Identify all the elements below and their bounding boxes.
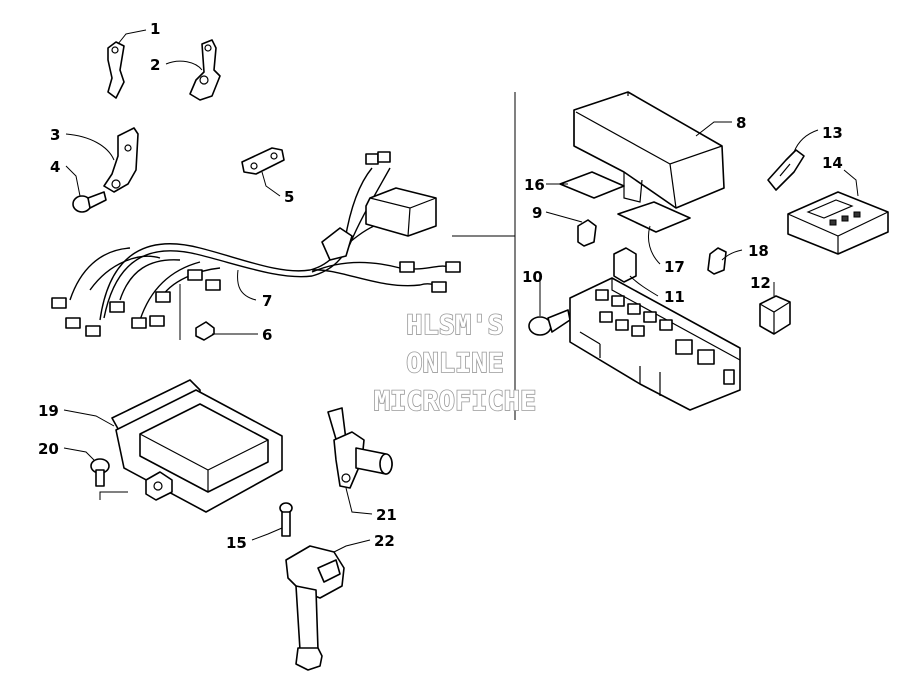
callout-22: 22	[374, 532, 395, 550]
callout-17: 17	[664, 258, 685, 276]
callout-11: 11	[664, 288, 685, 306]
part-9-fuse	[577, 219, 597, 247]
part-19-leader-bracket	[99, 491, 128, 500]
part-6-screw	[195, 321, 215, 341]
part-10-bolt	[528, 309, 571, 336]
part-17-label	[617, 201, 691, 233]
callout-6: 6	[262, 326, 272, 344]
callout-12: 12	[750, 274, 771, 292]
callout-18: 18	[748, 242, 769, 260]
part-1-bracket	[107, 41, 125, 99]
watermark-line-2: ONLINE	[406, 348, 504, 379]
part-22-ignition-coil	[285, 545, 345, 671]
callout-7: 7	[262, 292, 272, 310]
callout-4: 4	[50, 158, 60, 176]
callout-20: 20	[38, 440, 59, 458]
callout-5: 5	[284, 188, 294, 206]
part-5-plate	[241, 147, 285, 175]
part-15-bolt	[279, 502, 293, 537]
callout-10: 10	[522, 268, 543, 286]
part-11-relay	[613, 247, 637, 283]
callout-labels: 1 2 3 4 5 6 7 8 9 10 11 12 13 14 15 16 1…	[38, 20, 843, 552]
callout-1: 1	[150, 20, 160, 38]
part-18-fuse	[707, 247, 727, 275]
callout-19: 19	[38, 402, 59, 420]
part-20-screw	[90, 458, 110, 487]
watermark-line-1: HLSM'S	[406, 310, 504, 341]
callout-2: 2	[150, 56, 160, 74]
part-16-label	[559, 171, 625, 199]
part-7-wiring-harness	[51, 151, 461, 337]
part-14-spare-fuse-holder	[787, 191, 889, 255]
callout-8: 8	[736, 114, 746, 132]
callout-15: 15	[226, 534, 247, 552]
watermark-line-3: MICROFICHE	[374, 386, 537, 417]
fuse-box-body	[569, 277, 741, 411]
watermark: HLSM'S ONLINE MICROFICHE	[373, 309, 537, 418]
callout-21: 21	[376, 506, 397, 524]
callout-9: 9	[532, 204, 542, 222]
part-2-bracket	[189, 39, 221, 101]
part-13-fuse-puller	[767, 149, 805, 191]
leader-lines	[63, 29, 859, 553]
callout-14: 14	[822, 154, 843, 172]
callout-16: 16	[524, 176, 545, 194]
callout-13: 13	[822, 124, 843, 142]
part-4-screw	[72, 191, 107, 213]
part-3-bracket	[103, 127, 139, 193]
callout-3: 3	[50, 126, 60, 144]
part-8-fuse-box-cover	[573, 91, 725, 209]
part-21-sensor	[327, 407, 393, 489]
part-19-ecu	[111, 379, 283, 513]
part-12-relay	[759, 295, 791, 335]
